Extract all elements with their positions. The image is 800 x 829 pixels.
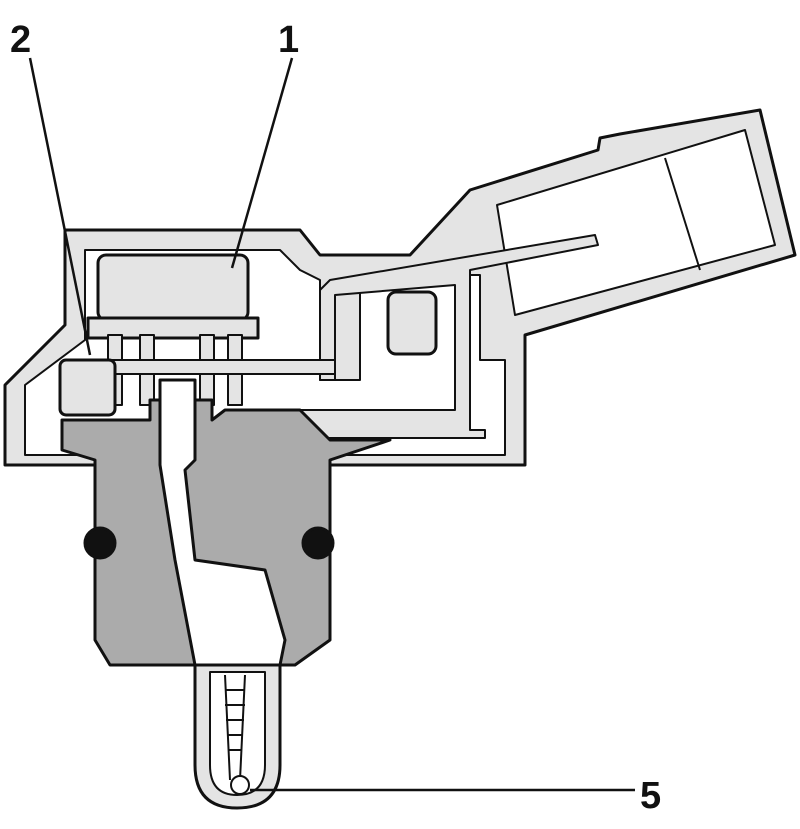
connector-cavity	[496, 129, 776, 316]
thermistor-wire	[224, 674, 246, 781]
leader-line-1	[230, 57, 294, 269]
window	[386, 290, 438, 356]
measuring-element	[58, 358, 117, 417]
pressure-bore	[158, 378, 287, 667]
lead-frame	[267, 234, 599, 439]
label-1: 1	[278, 19, 299, 61]
ntc-thermistor	[230, 775, 250, 795]
sensor-chip	[96, 253, 250, 322]
chip-base	[86, 316, 260, 340]
label-5: 5	[640, 775, 661, 817]
connector-inner-line	[664, 157, 701, 271]
probe-inner	[209, 671, 266, 796]
leader-line-2	[28, 57, 92, 356]
o-ring-right	[301, 526, 335, 560]
label-2: 2	[10, 19, 31, 61]
o-ring-left	[83, 526, 117, 560]
pin-bar	[94, 359, 336, 375]
